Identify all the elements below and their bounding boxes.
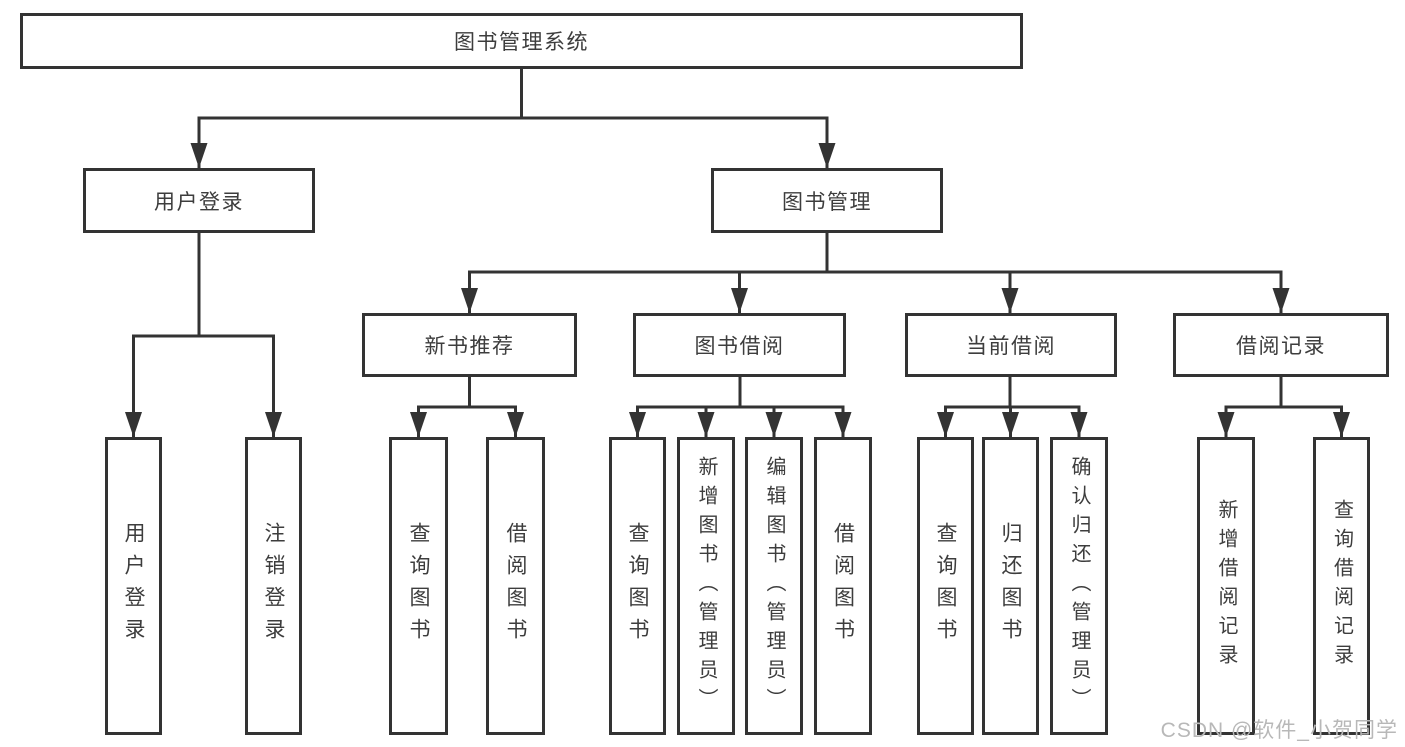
leaf-return-books: 归还图书 [982, 437, 1039, 735]
leaf-edit-books-admin: 编辑图书（管理员） [745, 437, 803, 735]
leaf-borrow-books: 借阅图书 [814, 437, 872, 735]
leaf-query-borrow-record: 查询借阅记录 [1313, 437, 1370, 735]
leaf-query-books-recommend: 查询图书 [389, 437, 448, 735]
leaf-query-books-borrowing: 查询图书 [609, 437, 666, 735]
leaf-query-books-current: 查询图书 [917, 437, 974, 735]
leaf-borrow-books-recommend: 借阅图书 [486, 437, 545, 735]
node-borrow-records: 借阅记录 [1173, 313, 1389, 377]
leaf-user-login: 用户登录 [105, 437, 162, 735]
node-new-book-recommend: 新书推荐 [362, 313, 577, 377]
node-library-management-system: 图书管理系统 [20, 13, 1023, 69]
node-current-borrowing: 当前借阅 [905, 313, 1117, 377]
node-book-borrowing: 图书借阅 [633, 313, 846, 377]
csdn-watermark: CSDN @软件_小贺同学 [1160, 719, 1398, 742]
leaf-add-borrow-record: 新增借阅记录 [1197, 437, 1255, 735]
leaf-add-books-admin: 新增图书（管理员） [677, 437, 735, 735]
node-book-management: 图书管理 [711, 168, 943, 233]
leaf-logout-login: 注销登录 [245, 437, 302, 735]
leaf-confirm-return-admin: 确认归还（管理员） [1050, 437, 1108, 735]
node-user-login: 用户登录 [83, 168, 315, 233]
